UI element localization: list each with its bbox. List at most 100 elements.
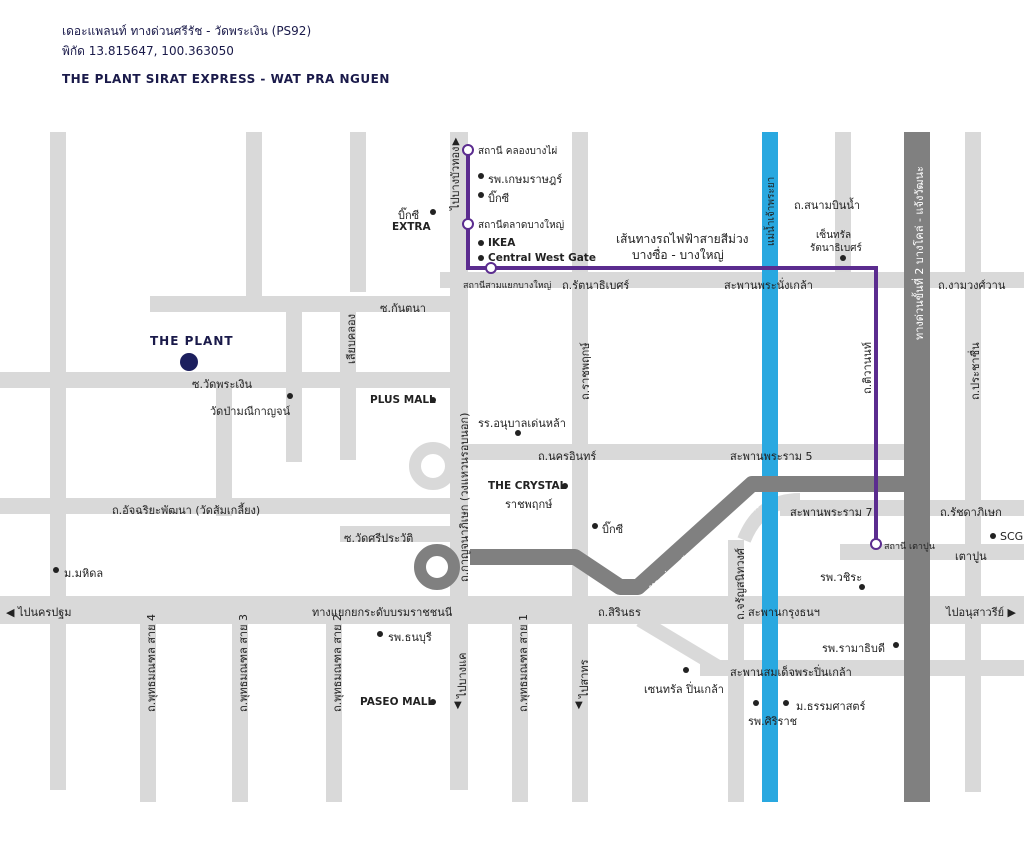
poi-ramathibodi: รพ.รามาธิบดี xyxy=(822,642,886,655)
road-label-to-sathon: ไปสาทร xyxy=(578,659,591,698)
dot-mahidol xyxy=(53,567,59,573)
poi-wat-pa: วัดป่ามณีกาญจน์ xyxy=(210,405,291,418)
dot-siriraj xyxy=(753,700,759,706)
interchange-loop-lower xyxy=(414,544,460,590)
poi-bigc1: บิ๊กซี xyxy=(488,192,510,205)
road-label-phutthamonthon2: ถ.พุทธมณฑล สาย 2 xyxy=(331,613,344,712)
road-rama7 xyxy=(780,500,1024,516)
station-tao-pun-label: สถานี เตาปูน xyxy=(884,542,935,552)
station-talat-bang-yai-label: สถานีตลาดบางใหญ่ xyxy=(478,220,565,231)
poi-ikea: IKEA xyxy=(488,237,516,249)
road-label-rattanathibet: ถ.รัตนาธิเบศร์ xyxy=(562,279,630,292)
road-label-phutthamonthon3: ถ.พุทธมณฑล สาย 3 xyxy=(237,613,250,712)
poi-bigc-extra: บิ๊กซี xyxy=(398,209,420,222)
road-label-phutthamonthon1: ถ.พุทธมณฑล สาย 1 xyxy=(517,613,530,712)
road-wat-si-prawat xyxy=(340,526,452,542)
dot-central-rattana xyxy=(840,255,846,261)
poi-kasemrad: รพ.เกษมราษฎร์ xyxy=(488,173,563,186)
road-label-bang-bua-thong: ไปบางบัวทอง xyxy=(449,146,462,210)
road-label-achariyaphatthana: ถ.อัจฉริยะพัฒนา (วัดส้มเกลี้ยง) xyxy=(112,504,261,517)
road-kanchanaphisek xyxy=(450,132,468,790)
road-label-tao-pun: เตาปูน xyxy=(955,550,987,563)
arrow-down-bang-khae: ▼ xyxy=(454,700,462,711)
poi-mahidol: ม.มหิดล xyxy=(64,567,104,580)
poi-central-rattana-1: เซ็นทรัล xyxy=(816,230,852,241)
dot-bigc-extra xyxy=(430,209,436,215)
purple-line-name: เส้นทางรถไฟฟ้าสายสีม่วง xyxy=(616,232,749,246)
dot-bigc2 xyxy=(592,523,598,529)
road-label-krung-thon: สะพานกรุงธนฯ xyxy=(748,606,820,619)
road-label-charan: ถ.จรัญสนิทวงศ์ xyxy=(734,548,747,620)
river-label: แม่น้ำเจ้าพระยา xyxy=(766,176,777,246)
arrow-down-sathon: ▼ xyxy=(575,700,583,711)
road-label-interchange: ทางแยกยกระดับบรมราชชนนี xyxy=(312,606,453,619)
dot-scg xyxy=(990,533,996,539)
road-label-to-nakhon-pathom: ◀ ไปนครปฐม xyxy=(6,606,72,619)
header-title-english: THE PLANT SIRAT EXPRESS - WAT PRA NGUEN xyxy=(62,72,390,86)
dot-central-westgate xyxy=(478,255,484,261)
road-somdet-pinklao xyxy=(700,660,1024,676)
road-tao-pun xyxy=(840,544,1024,560)
road-vertical-right xyxy=(965,132,981,792)
arrow-up-bang-bua-thong: ▲ xyxy=(452,136,460,147)
dot-vichai xyxy=(859,584,865,590)
road-label-kanchanaphisek: ถ.กาญจนาภิเษก (วงแหวนรอบนอก) xyxy=(458,412,471,582)
poi-vichai: รพ.วชิระ xyxy=(820,571,863,584)
poi-scg: SCG xyxy=(1000,530,1024,543)
road-vertical-left2 xyxy=(246,132,262,302)
road-label-to-bang-khae: ไปบางแค xyxy=(456,652,469,699)
dot-plus-mall xyxy=(430,397,436,403)
purple-line-sub: บางซื่อ - บางใหญ่ xyxy=(632,248,724,262)
sirat-expressway xyxy=(470,476,906,595)
road-kanthana xyxy=(150,296,452,312)
the-plant-label[interactable]: THE PLANT xyxy=(150,334,234,348)
dot-ramathibodi xyxy=(893,642,899,648)
the-plant-marker[interactable] xyxy=(180,353,198,371)
road-soi-connector xyxy=(216,386,232,516)
road-label-somdet-pinklao: สะพานสมเด็จพระปิ่นเกล้า xyxy=(730,666,852,679)
station-tao-pun-marker xyxy=(870,538,882,550)
station-talat-bang-yai-marker xyxy=(462,218,474,230)
road-label-wat-phra-ngoen: ซ.วัดพระเงิน xyxy=(192,378,253,391)
road-label-ngam-wong-wan: ถ.งามวงศ์วาน xyxy=(938,279,1006,292)
road-label-wat-si-prawat: ซ.วัดศรีประวัติ xyxy=(344,532,414,545)
dot-thonburi xyxy=(377,631,383,637)
poi-plus-mall: PLUS MALL xyxy=(370,394,436,406)
road-label-pracharat: ถ.ประชาชื่น xyxy=(969,342,982,400)
dot-bigc1 xyxy=(478,192,484,198)
road-phutthamonthon1 xyxy=(512,596,528,802)
station-sam-yaek-bang-yai-label: สถานีสามแยกบางใหญ่ xyxy=(463,281,552,291)
road-label-phra-nang-klao: สะพานพระนั่งเกล้า xyxy=(724,279,813,292)
road-vertical-far-left xyxy=(50,132,66,790)
poi-extra: EXTRA xyxy=(392,221,431,233)
dot-kasemrad xyxy=(478,173,484,179)
road-phutthamonthon3 xyxy=(232,596,248,802)
dot-paseo xyxy=(430,699,436,705)
station-khlong-bang-phai-marker xyxy=(462,144,474,156)
road-achariyaphatthana xyxy=(0,498,452,514)
road-label-ratchaphruek: ถ.ราชพฤกษ์ xyxy=(579,342,592,400)
curve-pinklao xyxy=(636,613,724,675)
road-label-rama5: สะพานพระราม 5 xyxy=(730,450,813,463)
poi-thonburi: รพ.ธนบุรี xyxy=(388,631,432,644)
road-vertical-left3 xyxy=(350,132,366,292)
poi-siriraj: รพ.ศิริราช xyxy=(748,715,798,728)
expressway-2 xyxy=(904,132,930,802)
road-label-expressway2: ทางด่วนขั้นที่ 2 บางโคล่ - แจ้งวัฒนะ xyxy=(913,166,926,340)
road-label-rama7: สะพานพระราม 7 xyxy=(790,506,873,519)
road-wat-phra-ngoen xyxy=(0,372,452,388)
station-sam-yaek-bang-yai-marker xyxy=(485,262,497,274)
header-title-thai: เดอะแพลนท์ ทางด่วนศรีรัช - วัดพระเงิน (P… xyxy=(62,24,312,38)
station-khlong-bang-phai-label: สถานี คลองบางไผ่ xyxy=(478,146,558,157)
road-label-sanam-bin-nam: ถ.สนามบินน้ำ xyxy=(794,199,861,212)
dot-ikea xyxy=(478,240,484,246)
interchange-loop-upper xyxy=(409,442,457,490)
poi-central-rattana-2: รัตนาธิเบศร์ xyxy=(810,243,862,254)
poi-dots xyxy=(53,173,996,706)
dot-crystal xyxy=(562,483,568,489)
road-phutthamonthon2 xyxy=(326,596,342,802)
poi-central-pinklao: เซนทรัล ปิ่นเกล้า xyxy=(644,683,724,696)
dot-thammasat xyxy=(783,700,789,706)
poi-crystal-2: ราชพฤกษ์ xyxy=(505,498,553,511)
